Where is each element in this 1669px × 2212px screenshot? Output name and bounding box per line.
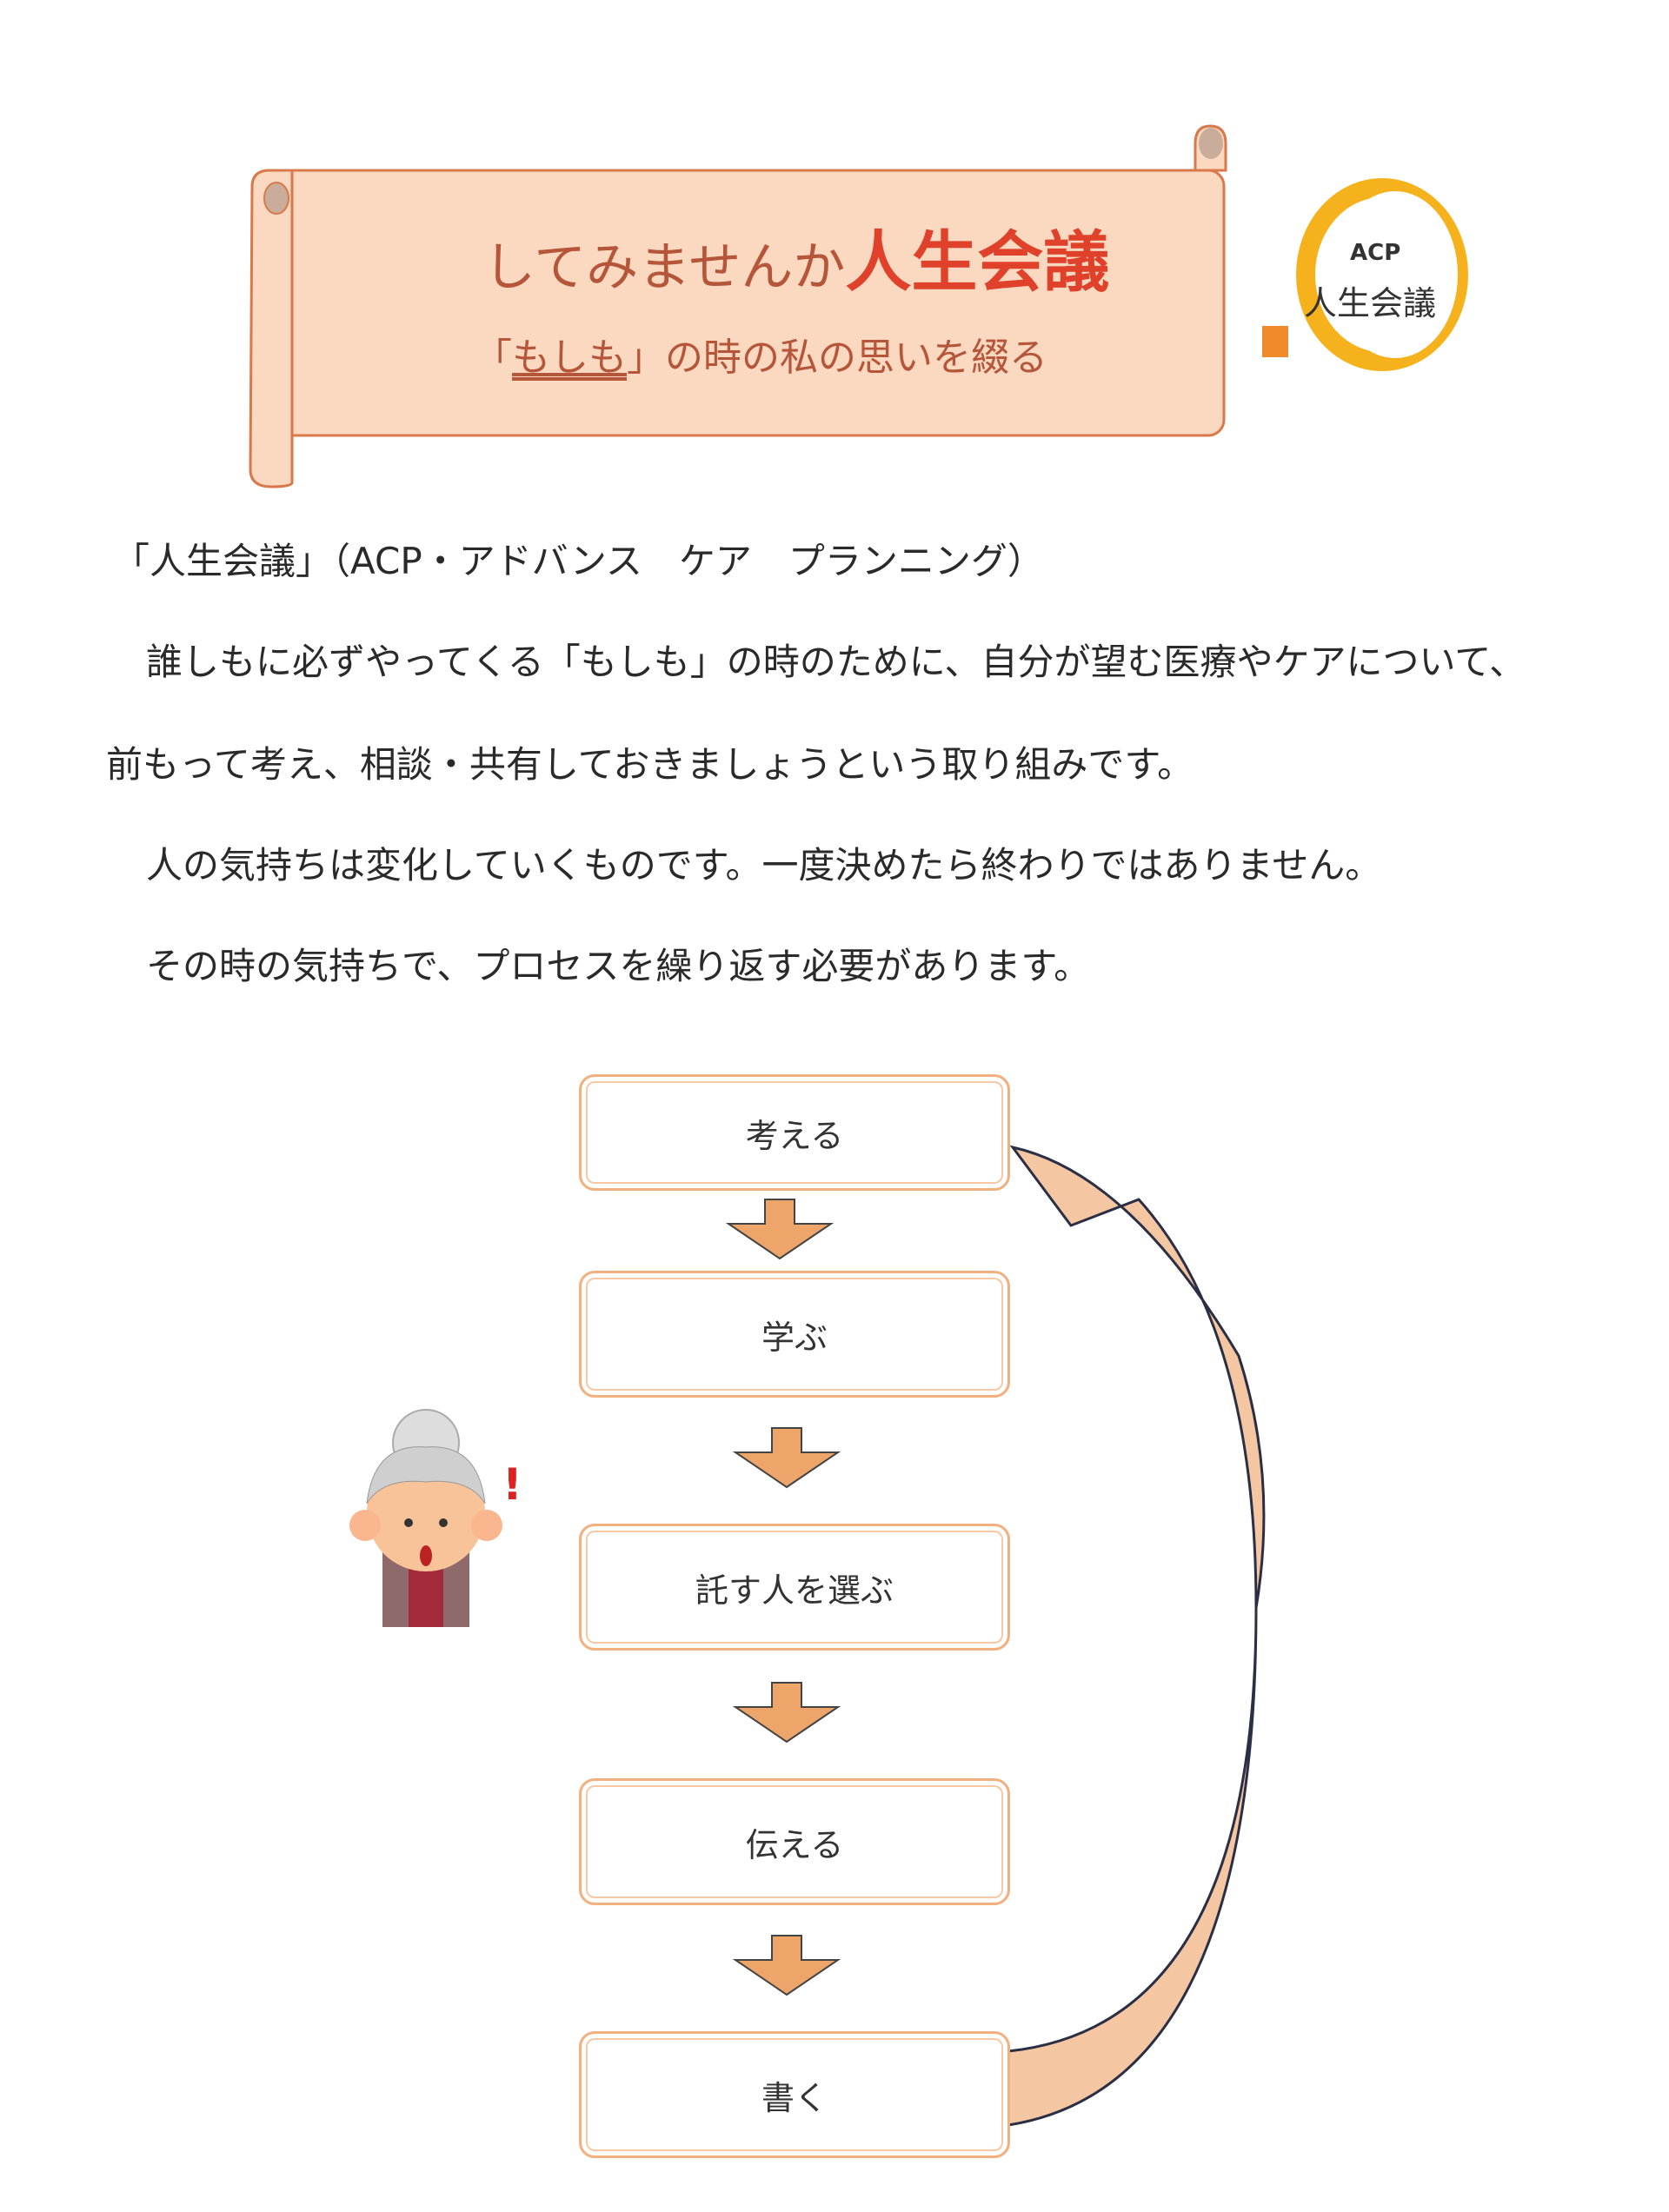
subtitle-underlined: もしも <box>512 335 627 380</box>
step-tell: 伝える <box>579 1778 1010 1905</box>
step-learn: 学ぶ <box>579 1271 1010 1398</box>
body-line: 前もって考え、相談・共有しておきましょうという取り組みです。 <box>106 743 1194 786</box>
subtitle-rest: 」の時の私の思いを綴る <box>627 335 1047 380</box>
banner-title: してみませんか人生会議 <box>483 209 1109 304</box>
acp-logo <box>1262 178 1468 371</box>
banner-title-main: 人生会議 <box>845 223 1110 301</box>
elderly-woman-illustration: ! <box>349 1409 522 1627</box>
step-choose-person: 託す人を選ぶ <box>579 1524 1010 1651</box>
intro-heading: 「人生会議」（ACP・アドバンス ケア プランニング） <box>113 540 1044 582</box>
down-arrow-icon <box>732 1682 841 1744</box>
body-line: 人の気持ちは変化していくものです。一度決めたら終わりではありません。 <box>146 844 1382 887</box>
logo-acp-text: ACP <box>1350 240 1401 266</box>
return-arrow-icon <box>1007 1145 1266 2127</box>
down-arrow-icon <box>732 1427 841 1489</box>
down-arrow-icon <box>725 1199 834 1260</box>
step-think: 考える <box>579 1074 1010 1191</box>
logo-name-text: 人生会議 <box>1304 284 1437 322</box>
svg-text:!: ! <box>502 1459 522 1510</box>
scroll-banner <box>249 124 1227 488</box>
subtitle-open-bracket: 「 <box>474 335 512 380</box>
banner-subtitle: 「もしも」の時の私の思いを綴る <box>474 326 1047 382</box>
body-line: 誰しもに必ずやってくる「もしも」の時のために、自分が望む医療やケアについて、 <box>146 641 1526 683</box>
step-write: 書く <box>579 2031 1010 2158</box>
down-arrow-icon <box>732 1935 841 1996</box>
body-line: その時の気持ちで、プロセスを繰り返す必要があります。 <box>146 945 1091 987</box>
banner-title-prefix: してみませんか <box>483 237 846 298</box>
